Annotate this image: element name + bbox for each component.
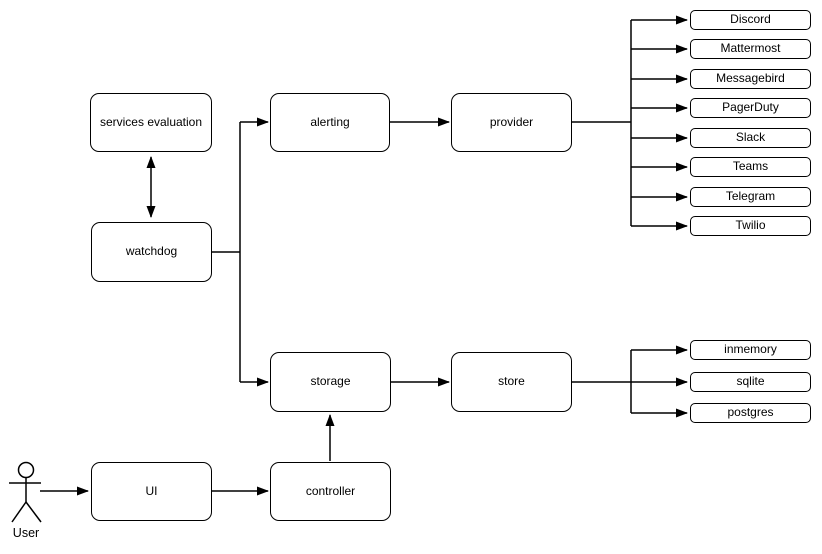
node-twilio[interactable]: Twilio: [690, 216, 811, 236]
node-discord[interactable]: Discord: [690, 10, 811, 30]
user-stick-figure: [9, 461, 42, 523]
node-ui[interactable]: UI: [91, 462, 212, 521]
node-provider[interactable]: provider: [451, 93, 572, 152]
stick-figure-right-leg: [25, 501, 42, 523]
node-watchdog[interactable]: watchdog: [91, 222, 212, 282]
node-alerting[interactable]: alerting: [270, 93, 390, 152]
node-controller[interactable]: controller: [270, 462, 391, 521]
node-telegram[interactable]: Telegram: [690, 187, 811, 207]
node-pagerduty[interactable]: PagerDuty: [690, 98, 811, 118]
user-label: User: [12, 526, 40, 540]
node-store[interactable]: store: [451, 352, 572, 412]
node-mattermost[interactable]: Mattermost: [690, 39, 811, 59]
stick-figure-head: [17, 461, 35, 479]
stick-figure-left-leg: [11, 501, 27, 523]
node-slack[interactable]: Slack: [690, 128, 811, 148]
node-storage[interactable]: storage: [270, 352, 391, 412]
node-postgres[interactable]: postgres: [690, 403, 811, 423]
node-inmemory[interactable]: inmemory: [690, 340, 811, 360]
node-teams[interactable]: Teams: [690, 157, 811, 177]
node-services-evaluation[interactable]: services evaluation: [90, 93, 212, 152]
node-messagebird[interactable]: Messagebird: [690, 69, 811, 89]
node-sqlite[interactable]: sqlite: [690, 372, 811, 392]
